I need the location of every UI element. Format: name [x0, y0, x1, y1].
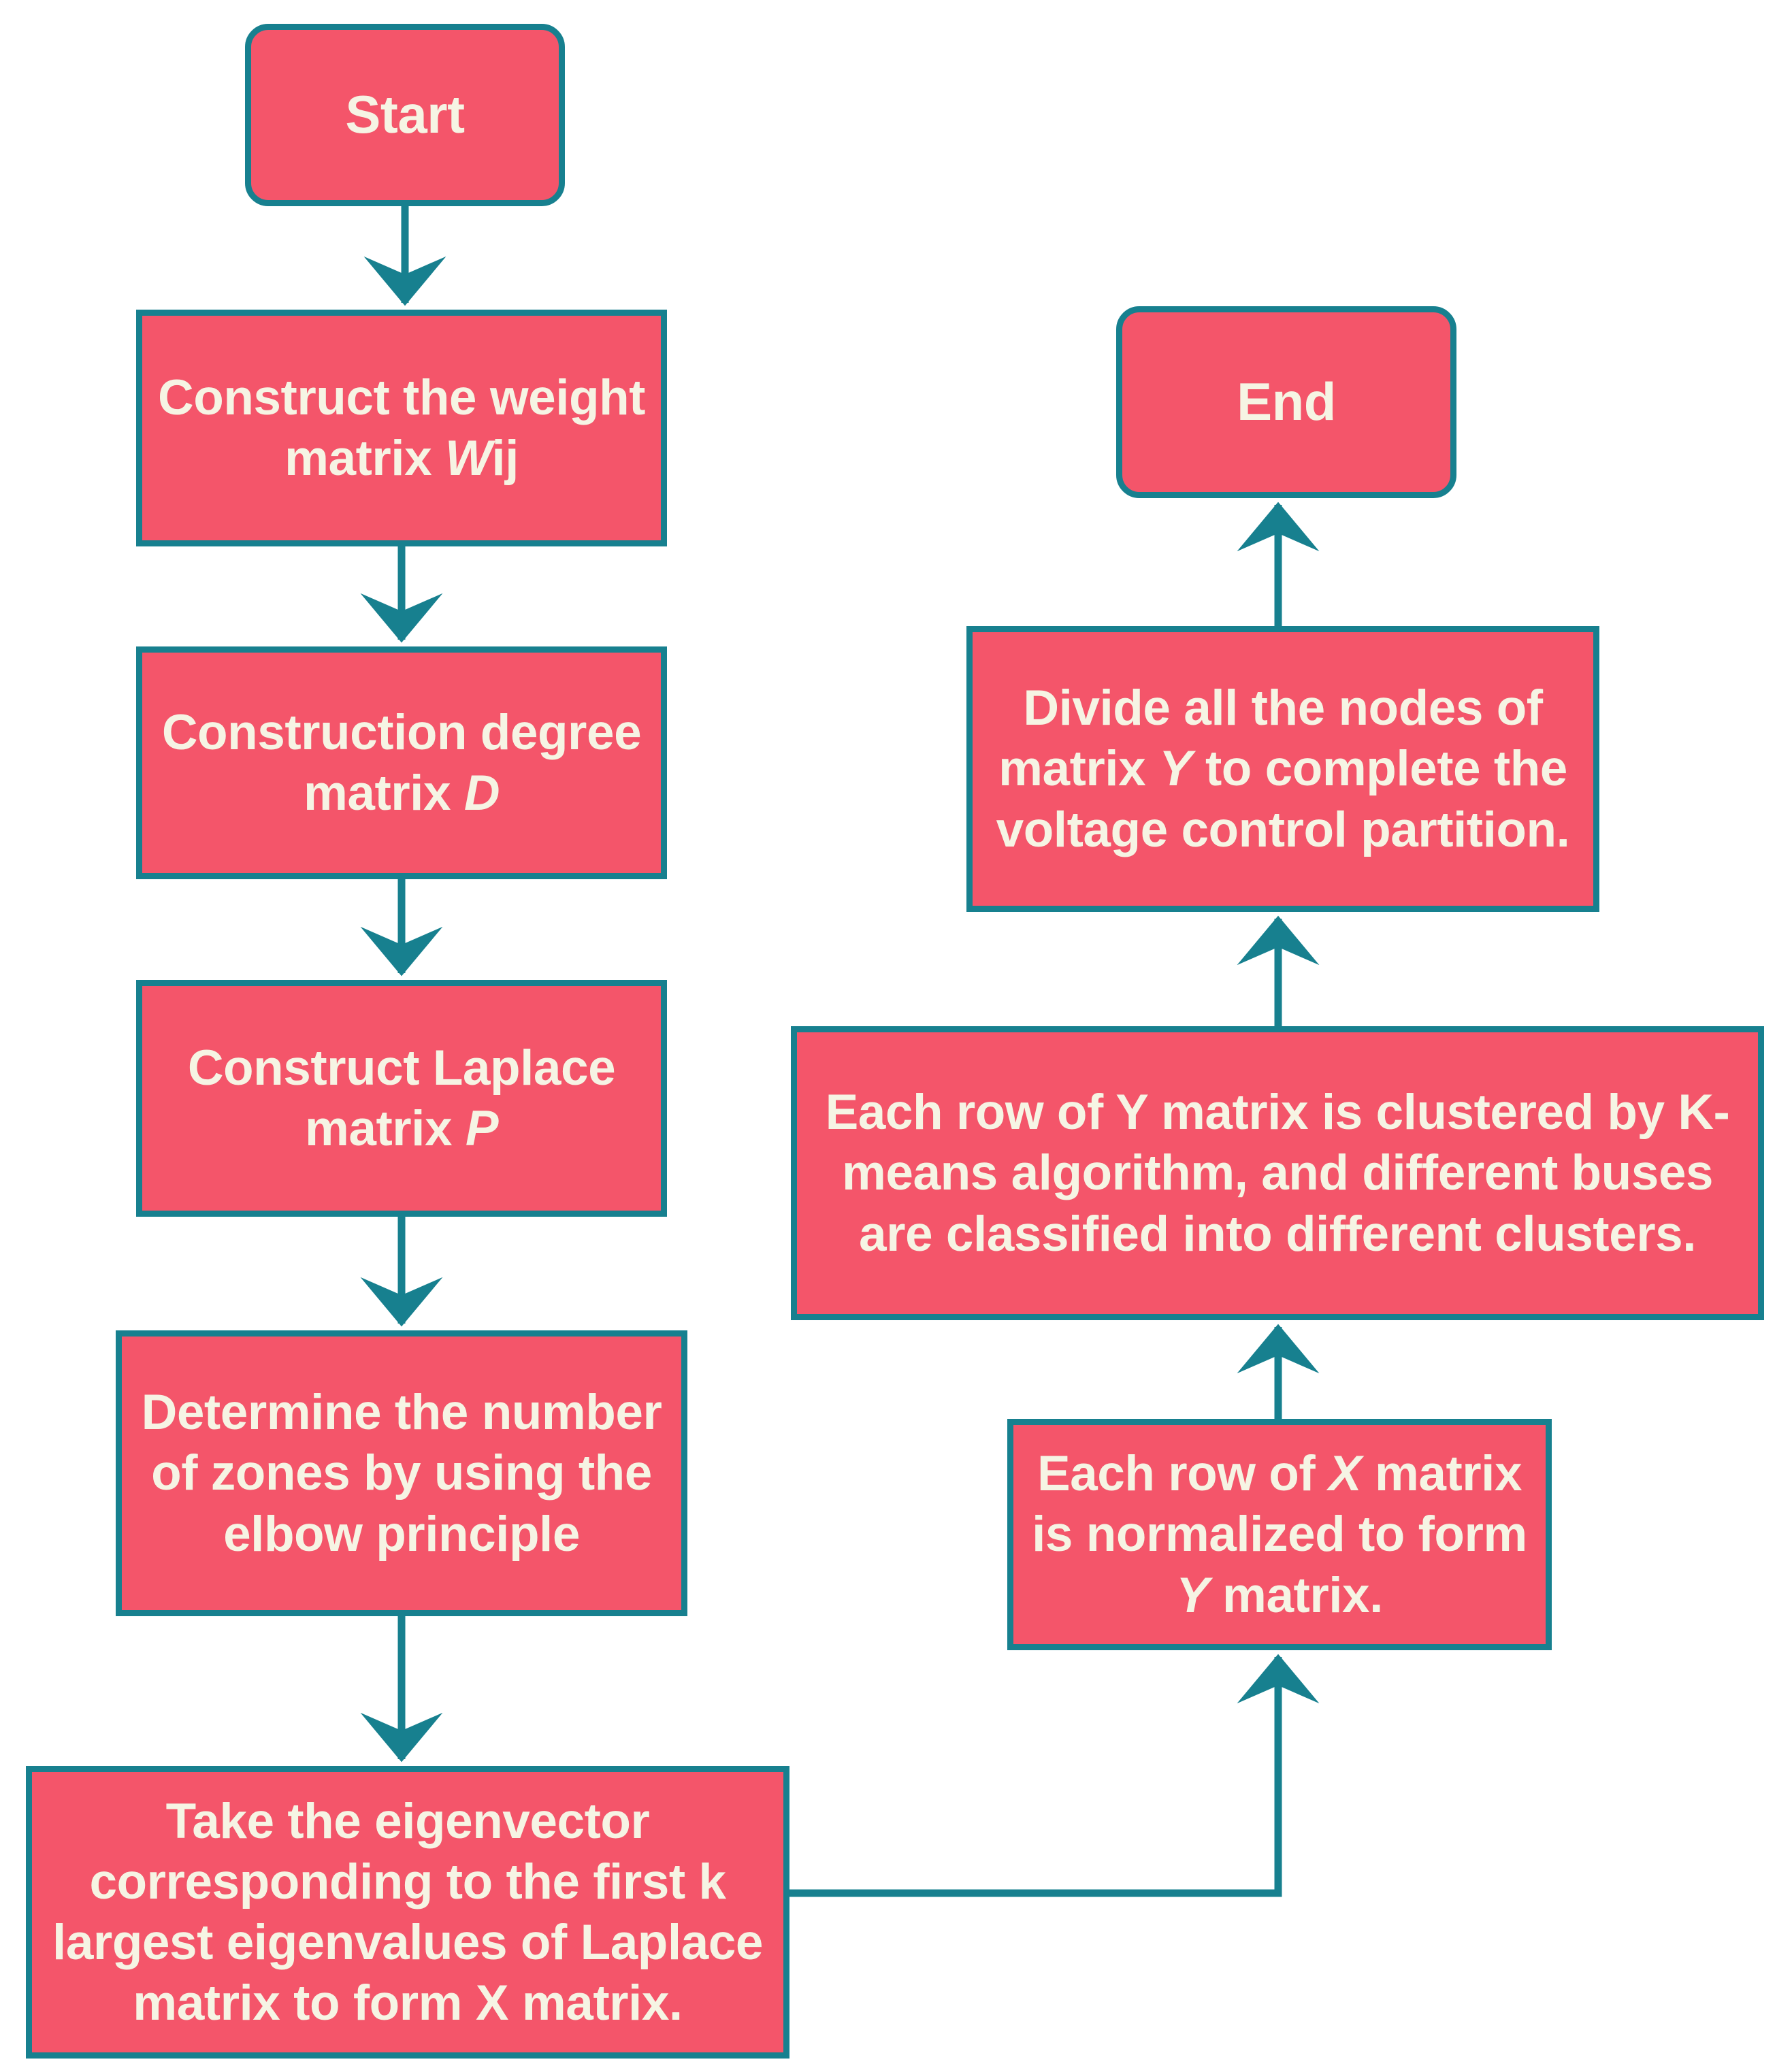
weight-line-2-pre: matrix: [284, 431, 445, 486]
node-construct-laplace-matrix-label: Construct Laplace matrix P: [152, 1038, 651, 1159]
divide-symbol-y: Y: [1158, 741, 1192, 797]
normalize-line-1-post: matrix: [1361, 1446, 1522, 1502]
node-start-label: Start: [345, 84, 465, 145]
node-normalize-x-matrix-label: Each row of X matrix is normalized to fo…: [1023, 1443, 1536, 1625]
node-end-label: End: [1237, 372, 1336, 432]
node-construct-weight-matrix-label: Construct the weight matrix Wij: [152, 367, 651, 489]
node-construction-degree-matrix[interactable]: Construction degree matrix D: [136, 646, 667, 879]
laplace-line-1: Construct Laplace: [187, 1040, 616, 1096]
node-kmeans-cluster-y-matrix[interactable]: Each row of Y matrix is clustered by K-m…: [791, 1026, 1764, 1320]
normalize-symbol-y: Y: [1176, 1567, 1209, 1623]
divide-line-2-post: to complete the: [1192, 741, 1567, 797]
degree-symbol-d: D: [463, 766, 500, 821]
weight-symbol-w: W: [444, 431, 492, 486]
divide-line-2-pre: matrix: [998, 741, 1159, 797]
node-start[interactable]: Start: [245, 24, 565, 206]
node-divide-nodes-of-y-matrix-label: Divide all the nodes of matrix Y to comp…: [982, 678, 1584, 859]
node-divide-nodes-of-y-matrix[interactable]: Divide all the nodes of matrix Y to comp…: [966, 626, 1599, 912]
node-determine-number-of-zones[interactable]: Determine the number of zones by using t…: [116, 1330, 687, 1616]
node-construction-degree-matrix-label: Construction degree matrix D: [152, 702, 651, 823]
node-take-eigenvector-label: Take the eigenvector corresponding to th…: [52, 1793, 763, 2031]
degree-line-2-pre: matrix: [303, 766, 464, 821]
weight-line-2-post: ij: [491, 431, 519, 486]
edge-eigen-normalize: [789, 1654, 1320, 1897]
laplace-symbol-p: P: [465, 1101, 499, 1156]
laplace-line-2-pre: matrix: [304, 1101, 466, 1156]
node-end[interactable]: End: [1116, 306, 1456, 498]
node-kmeans-cluster-y-matrix-label: Each row of Y matrix is clustered by K-m…: [825, 1085, 1730, 1262]
divide-line-3: voltage control partition.: [996, 802, 1570, 857]
node-construct-weight-matrix[interactable]: Construct the weight matrix Wij: [136, 310, 667, 546]
normalize-symbol-x: X: [1328, 1446, 1362, 1502]
normalize-line-2: is normalized to form: [1032, 1507, 1527, 1562]
degree-line-1: Construction degree: [161, 704, 642, 760]
normalize-line-3-post: matrix.: [1209, 1567, 1383, 1623]
node-determine-number-of-zones-label: Determine the number of zones by using t…: [141, 1385, 662, 1562]
node-take-eigenvector[interactable]: Take the eigenvector corresponding to th…: [26, 1766, 789, 2059]
divide-line-1: Divide all the nodes of: [1023, 681, 1543, 736]
node-construct-laplace-matrix[interactable]: Construct Laplace matrix P: [136, 980, 667, 1217]
normalize-line-1-pre: Each row of: [1037, 1446, 1329, 1502]
weight-line-1: Construct the weight: [158, 370, 645, 425]
node-normalize-x-matrix[interactable]: Each row of X matrix is normalized to fo…: [1007, 1419, 1552, 1650]
